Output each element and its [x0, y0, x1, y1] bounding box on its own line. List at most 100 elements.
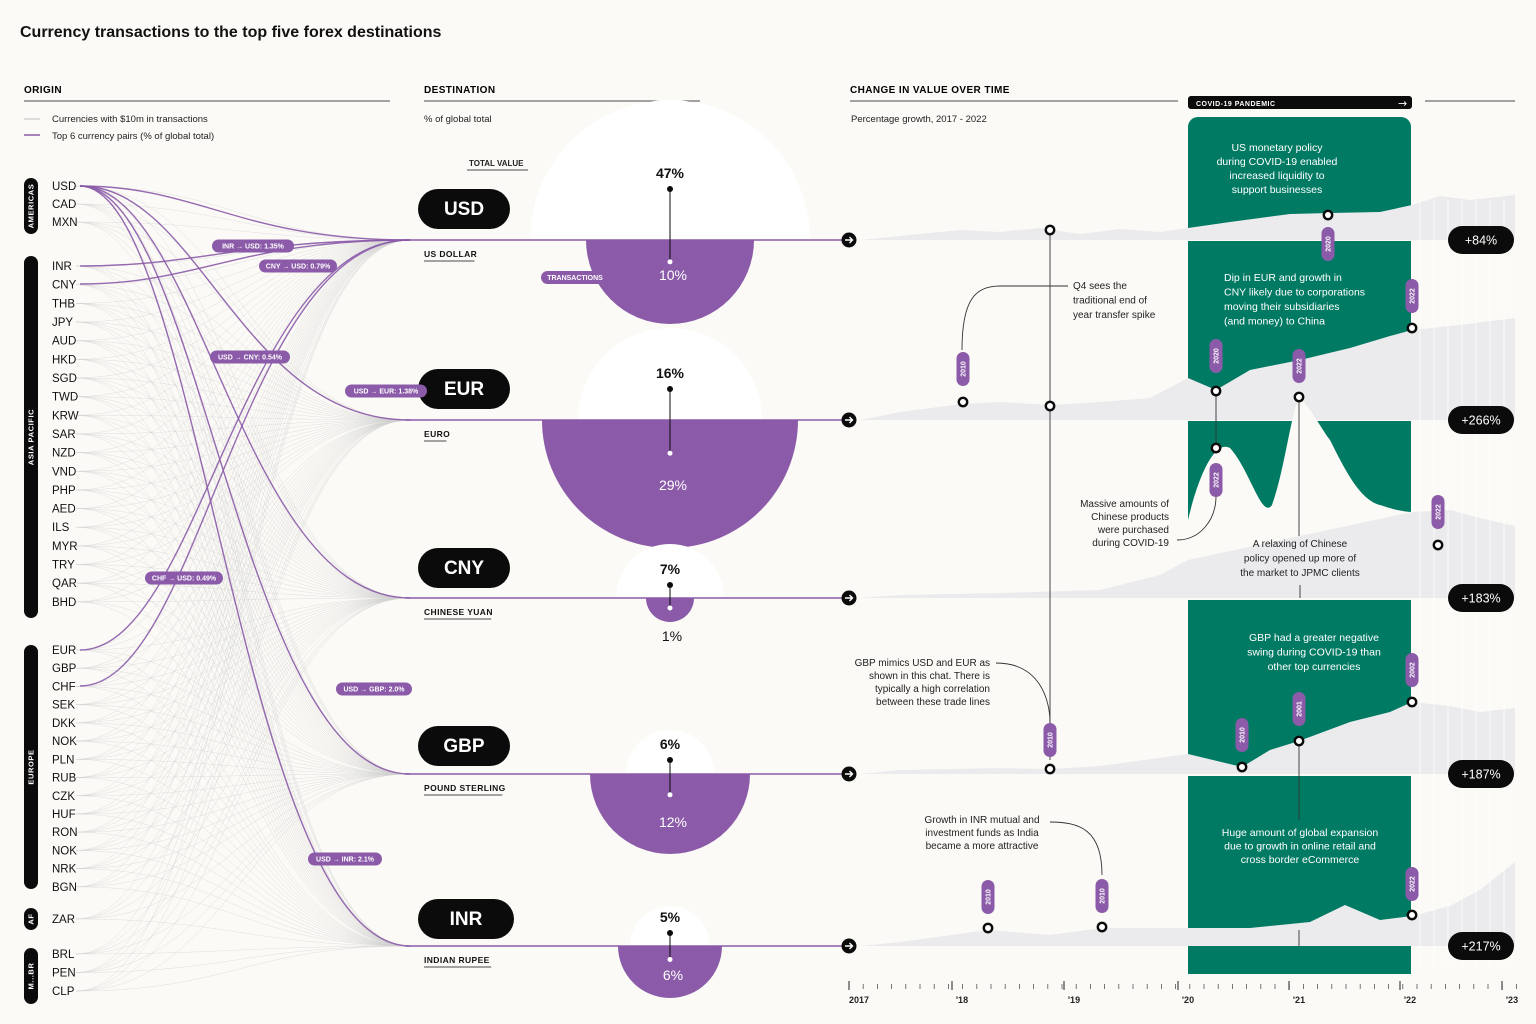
pair-label-pill	[308, 852, 382, 866]
pair-label-pill	[145, 571, 223, 585]
timeline-marker	[1236, 761, 1248, 773]
origin-currency: CLP	[52, 986, 75, 998]
pair-label: USD → GBP: 2.0%	[343, 687, 405, 694]
growth-label: +217%	[1461, 940, 1500, 954]
year-tag-label: 2022	[1214, 472, 1221, 488]
origin-currency: HUF	[52, 809, 76, 821]
pair-flow-line	[79, 185, 411, 241]
year-tag	[1292, 349, 1306, 383]
annotation-line: Huge amount of global expansion	[1222, 827, 1379, 839]
region-label: M...BR	[27, 963, 36, 990]
axis-year-label: '22	[1404, 995, 1416, 1005]
transactions-pct: 6%	[663, 967, 683, 983]
origin-currency: VND	[52, 466, 76, 478]
timeline-marker	[1210, 385, 1222, 397]
annotation-line: due to growth in online retail and	[1224, 841, 1376, 853]
pair-flow-line	[79, 239, 411, 687]
year-tag-label: 2010	[1240, 727, 1247, 743]
origin-currency: ZAR	[52, 914, 75, 926]
timeline-marker	[1406, 696, 1418, 708]
pair-flow-line	[79, 185, 411, 947]
pair-label: USD → EUR: 1.38%	[354, 389, 419, 396]
timeline-marker	[1044, 224, 1056, 236]
destination-name: POUND STERLING	[424, 783, 506, 793]
growth-label: +84%	[1465, 234, 1497, 248]
annotation-line: GBP had a greater negative	[1249, 632, 1379, 644]
destination-name: INDIAN RUPEE	[424, 955, 490, 965]
region-bar	[24, 908, 38, 930]
annotation-line: were purchased	[1097, 525, 1169, 536]
origin-currency: PLN	[52, 754, 74, 766]
annotation-line: between these trade lines	[876, 697, 990, 708]
destination-subtitle: % of global total	[424, 114, 492, 125]
total-value-pct: 5%	[660, 909, 681, 925]
growth-label: +183%	[1461, 592, 1500, 606]
origin-currency: SGD	[52, 373, 77, 385]
transactions-semicircle	[586, 240, 754, 324]
year-tag	[1209, 339, 1223, 373]
year-tag	[1095, 879, 1109, 913]
origin-currency: AUD	[52, 336, 76, 348]
origin-currency: MXN	[52, 217, 78, 229]
origin-currency: NOK	[52, 736, 77, 748]
origin-currency: RUB	[52, 773, 77, 785]
annotation-line: US monetary policy	[1231, 142, 1323, 154]
year-tag-label: 2022	[1297, 358, 1304, 374]
annotation-line: investment funds as India	[925, 828, 1039, 839]
destination-code: EUR	[444, 379, 484, 400]
destination-code-pill	[418, 369, 510, 409]
annotation-line: cross border eCommerce	[1241, 854, 1360, 866]
annotation-line: during COVID-19	[1092, 538, 1169, 549]
legend-gray-label: Currencies with $10m in transactions	[52, 114, 208, 125]
timeline-marker	[1406, 909, 1418, 921]
destination-code-pill	[418, 189, 510, 229]
origin-currency: THB	[52, 298, 75, 310]
origin-currency: PHP	[52, 485, 76, 497]
annotation-line: traditional end of	[1073, 296, 1147, 307]
region-bar	[24, 178, 38, 234]
pair-flow-line	[79, 185, 411, 775]
covid-band-segment	[1188, 117, 1411, 240]
origin-currency: NRK	[52, 864, 77, 876]
growth-badge	[1448, 932, 1514, 960]
region-label: AMERICAS	[27, 184, 36, 229]
growth-label: +266%	[1461, 414, 1500, 428]
annotation-line: A relaxing of Chinese	[1253, 539, 1348, 550]
timeline-marker	[1044, 763, 1056, 775]
annotation-line: became a more attractive	[926, 841, 1039, 852]
origin-currency: BRL	[52, 949, 75, 961]
year-tag-label: 2022	[1410, 288, 1417, 304]
origin-currency: NZD	[52, 448, 76, 460]
axis-year-label: '20	[1182, 995, 1194, 1005]
growth-badge	[1448, 406, 1514, 434]
annotation-line: Growth in INR mutual and	[924, 815, 1039, 826]
annotation-line: typically a high correlation	[875, 684, 990, 695]
growth-badge	[1448, 226, 1514, 254]
annotation-line: policy opened up more of	[1244, 554, 1357, 565]
year-tag-label: 2010	[1048, 732, 1055, 748]
timeline-marker	[1210, 442, 1222, 454]
origin-currency: DKK	[52, 718, 76, 730]
destination-name: EURO	[424, 429, 450, 439]
timeline-marker	[1432, 539, 1444, 551]
transactions-pct: 12%	[659, 814, 687, 830]
axis-year-label: 2017	[849, 995, 869, 1005]
region-label: AF	[27, 913, 36, 924]
origin-currency: PEN	[52, 968, 76, 980]
annotation-line: support businesses	[1232, 184, 1322, 196]
annotation-line: CNY likely due to corporations	[1224, 287, 1365, 299]
year-tag	[1209, 463, 1223, 497]
year-tag-label: 2020	[1326, 236, 1333, 252]
destination-code: CNY	[444, 558, 484, 579]
origin-flow-lines	[75, 185, 411, 992]
year-tag	[1321, 227, 1335, 261]
year-tag	[956, 352, 970, 386]
timeline-marker	[1044, 400, 1056, 412]
origin-currency: GBP	[52, 663, 77, 675]
year-tag-label: 2010	[1100, 888, 1107, 904]
region-bar	[24, 948, 38, 1004]
origin-currency: CZK	[52, 791, 75, 803]
year-tag	[1405, 653, 1419, 687]
